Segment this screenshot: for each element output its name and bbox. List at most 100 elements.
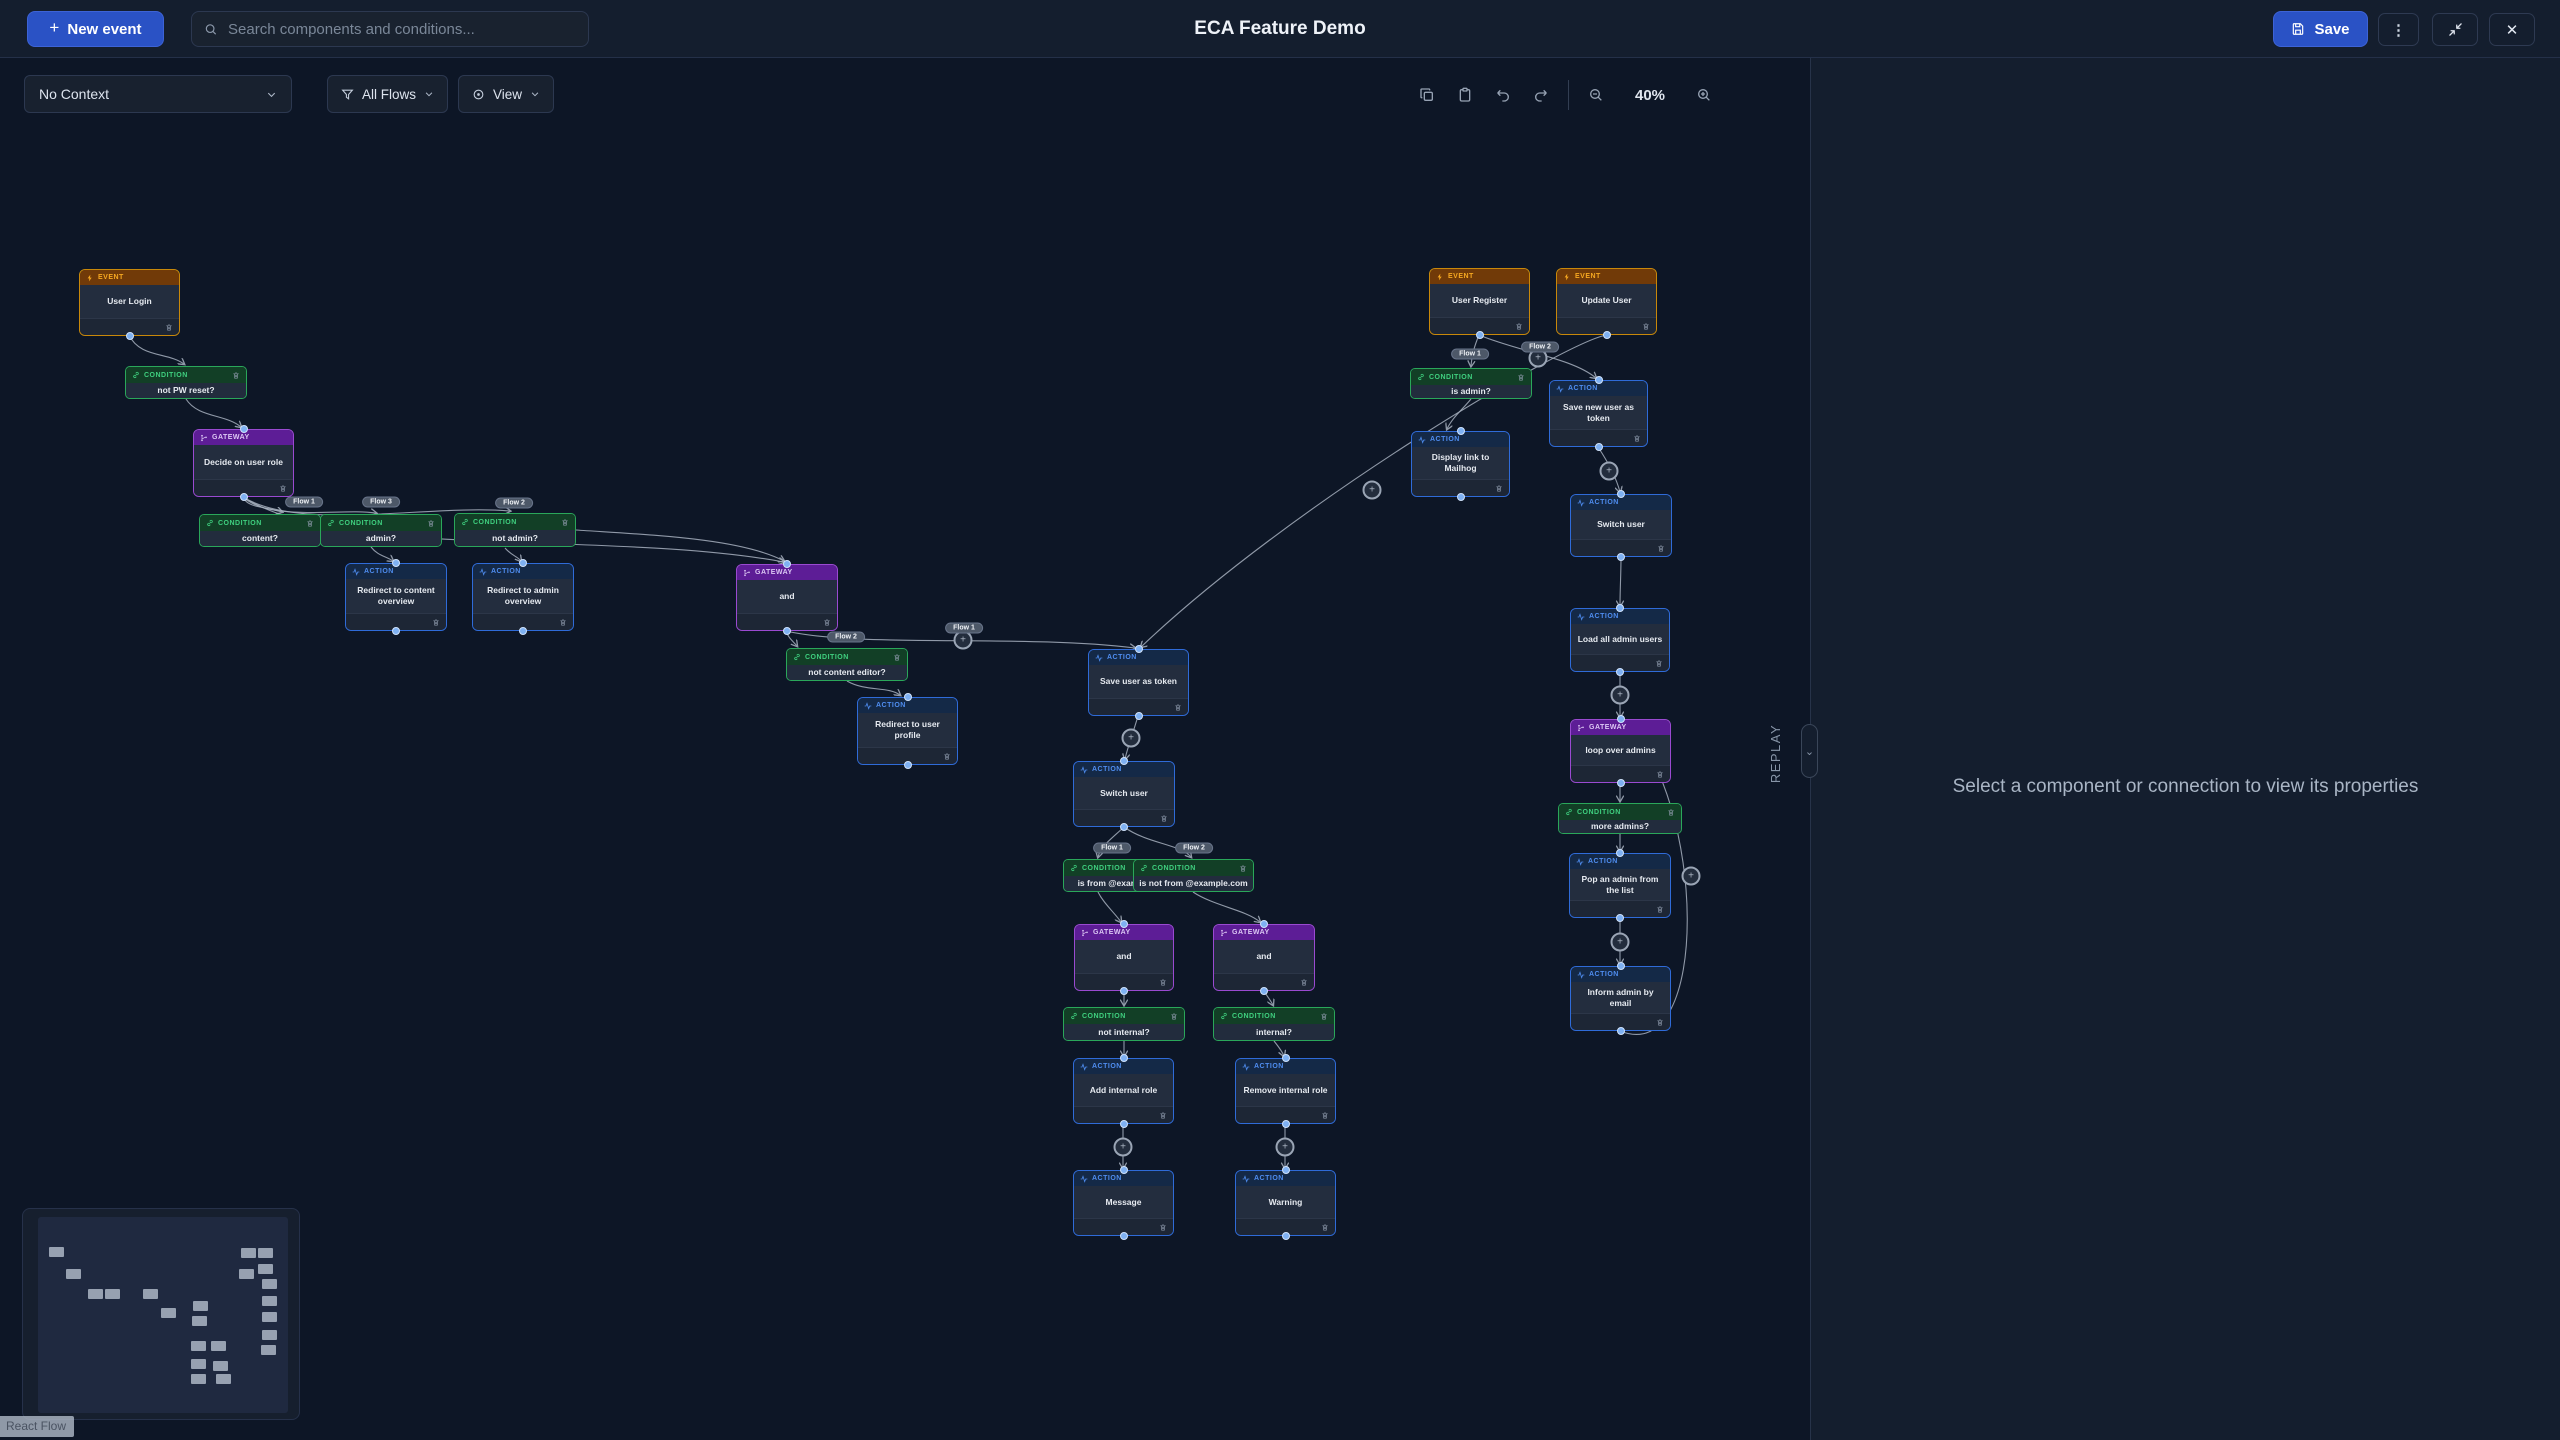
add-node-on-edge-button[interactable]: +: [1610, 932, 1630, 952]
copy-button[interactable]: [1408, 78, 1446, 112]
delete-node-button[interactable]: [1642, 322, 1650, 331]
node-handle-bottom[interactable]: [1134, 712, 1143, 720]
node-handle-top[interactable]: [1616, 604, 1624, 612]
delete-node-button[interactable]: [1321, 1223, 1329, 1232]
node-load-all-admin-users[interactable]: ACTION Load all admin users: [1570, 608, 1670, 672]
delete-node-button[interactable]: [432, 618, 440, 627]
minimap[interactable]: [22, 1208, 300, 1420]
node-handle-bottom[interactable]: [1475, 331, 1484, 339]
node-handle-top[interactable]: [1260, 920, 1268, 928]
flow-label-pill[interactable]: Flow 2: [827, 631, 865, 643]
new-event-button[interactable]: + New event: [27, 11, 164, 47]
node-handle-top[interactable]: [1134, 645, 1143, 653]
node-handle-top[interactable]: [392, 559, 400, 567]
node-handle-top[interactable]: [1456, 427, 1465, 435]
node-handle-top[interactable]: [783, 560, 791, 568]
delete-node-button[interactable]: [1321, 1111, 1329, 1120]
add-node-on-edge-button[interactable]: +: [1362, 480, 1382, 500]
search-box[interactable]: [191, 11, 589, 47]
flow-label-pill[interactable]: Flow 2: [1521, 341, 1559, 353]
undo-button[interactable]: [1484, 78, 1522, 112]
node-handle-bottom[interactable]: [1119, 1232, 1128, 1240]
delete-node-button[interactable]: [1517, 373, 1525, 382]
delete-node-button[interactable]: [1633, 434, 1641, 443]
flow-label-pill[interactable]: Flow 1: [1093, 842, 1131, 854]
delete-node-button[interactable]: [1657, 544, 1665, 553]
node-warning[interactable]: ACTION Warning: [1235, 1170, 1336, 1236]
zoom-in-button[interactable]: [1685, 78, 1723, 112]
node-handle-bottom[interactable]: [1260, 987, 1268, 995]
node-handle-bottom[interactable]: [1120, 823, 1128, 831]
node-handle-top[interactable]: [1119, 1054, 1128, 1062]
node-handle-bottom[interactable]: [1120, 987, 1128, 995]
redo-button[interactable]: [1522, 78, 1560, 112]
node-save-user-as-token[interactable]: ACTION Save user as token: [1088, 649, 1189, 716]
delete-node-button[interactable]: [279, 484, 287, 493]
add-node-on-edge-button[interactable]: +: [1113, 1137, 1133, 1157]
node-handle-top[interactable]: [1281, 1054, 1290, 1062]
node-handle-top[interactable]: [1616, 715, 1625, 723]
delete-node-button[interactable]: [1159, 1223, 1167, 1232]
flow-label-pill[interactable]: Flow 3: [362, 496, 400, 508]
node-update-user[interactable]: EVENT Update User: [1556, 268, 1657, 335]
delete-node-button[interactable]: [1170, 1012, 1178, 1021]
delete-node-button[interactable]: [1495, 484, 1503, 493]
node-handle-top[interactable]: [1616, 962, 1625, 970]
node-handle-top[interactable]: [1120, 920, 1128, 928]
node-handle-top[interactable]: [1594, 376, 1603, 384]
node-handle-top[interactable]: [1119, 1166, 1128, 1174]
node-save-new-user-as-token[interactable]: ACTION Save new user as token: [1549, 380, 1648, 447]
node-user-register[interactable]: EVENT User Register: [1429, 268, 1530, 335]
node-handle-bottom[interactable]: [1119, 1120, 1128, 1128]
node-pop-an-admin-from-the-list[interactable]: ACTION Pop an admin from the list: [1569, 853, 1671, 918]
flow-label-pill[interactable]: Flow 2: [1175, 842, 1213, 854]
node-not-content-editor[interactable]: CONDITION not content editor?: [786, 648, 908, 681]
delete-node-button[interactable]: [1656, 1018, 1664, 1027]
node-is-admin[interactable]: CONDITION is admin?: [1410, 368, 1532, 399]
flow-label-pill[interactable]: Flow 1: [945, 622, 983, 634]
node-handle-bottom[interactable]: [1456, 493, 1465, 501]
node-message[interactable]: ACTION Message: [1073, 1170, 1174, 1236]
delete-node-button[interactable]: [561, 518, 569, 527]
node-display-link-to-mailhog[interactable]: ACTION Display link to Mailhog: [1411, 431, 1510, 497]
node-not-admin[interactable]: CONDITION not admin?: [454, 513, 576, 547]
flow-label-pill[interactable]: Flow 1: [1451, 348, 1489, 360]
delete-node-button[interactable]: [232, 371, 240, 380]
node-handle-bottom[interactable]: [519, 627, 527, 635]
node-handle-bottom[interactable]: [1602, 331, 1611, 339]
node-remove-internal-role[interactable]: ACTION Remove internal role: [1235, 1058, 1336, 1124]
delete-node-button[interactable]: [1300, 978, 1308, 987]
node-content[interactable]: CONDITION content?: [199, 514, 321, 547]
delete-node-button[interactable]: [1515, 322, 1523, 331]
save-button[interactable]: Save: [2273, 11, 2368, 47]
node-handle-bottom[interactable]: [239, 493, 248, 501]
node-handle-bottom[interactable]: [1616, 1027, 1625, 1035]
node-redirect-to-user-profile[interactable]: ACTION Redirect to user profile: [857, 697, 958, 765]
node-and[interactable]: GATEWAY and: [1213, 924, 1315, 991]
node-handle-bottom[interactable]: [1617, 553, 1625, 561]
node-redirect-to-admin-overview[interactable]: ACTION Redirect to admin overview: [472, 563, 574, 631]
delete-node-button[interactable]: [1160, 814, 1168, 823]
delete-node-button[interactable]: [1239, 864, 1247, 873]
node-handle-bottom[interactable]: [903, 761, 912, 769]
more-options-button[interactable]: ⋮: [2378, 13, 2419, 46]
delete-node-button[interactable]: [1656, 905, 1664, 914]
flow-label-pill[interactable]: Flow 2: [495, 497, 533, 509]
node-user-login[interactable]: EVENT User Login: [79, 269, 180, 336]
node-handle-top[interactable]: [239, 425, 248, 433]
node-redirect-to-content-overview[interactable]: ACTION Redirect to content overview: [345, 563, 447, 631]
add-node-on-edge-button[interactable]: +: [1610, 685, 1630, 705]
node-handle-bottom[interactable]: [392, 627, 400, 635]
node-inform-admin-by-email[interactable]: ACTION Inform admin by email: [1570, 966, 1671, 1031]
delete-node-button[interactable]: [165, 323, 173, 332]
zoom-out-button[interactable]: [1577, 78, 1615, 112]
close-button[interactable]: ✕: [2489, 13, 2535, 46]
replay-tab[interactable]: REPLAY: [1758, 718, 1794, 788]
exit-fullscreen-button[interactable]: [2432, 13, 2478, 46]
context-select[interactable]: No Context: [24, 75, 292, 113]
add-node-on-edge-button[interactable]: +: [1681, 866, 1701, 886]
delete-node-button[interactable]: [1320, 1012, 1328, 1021]
node-not-internal[interactable]: CONDITION not internal?: [1063, 1007, 1185, 1041]
add-node-on-edge-button[interactable]: +: [1121, 728, 1141, 748]
add-node-on-edge-button[interactable]: +: [1275, 1137, 1295, 1157]
